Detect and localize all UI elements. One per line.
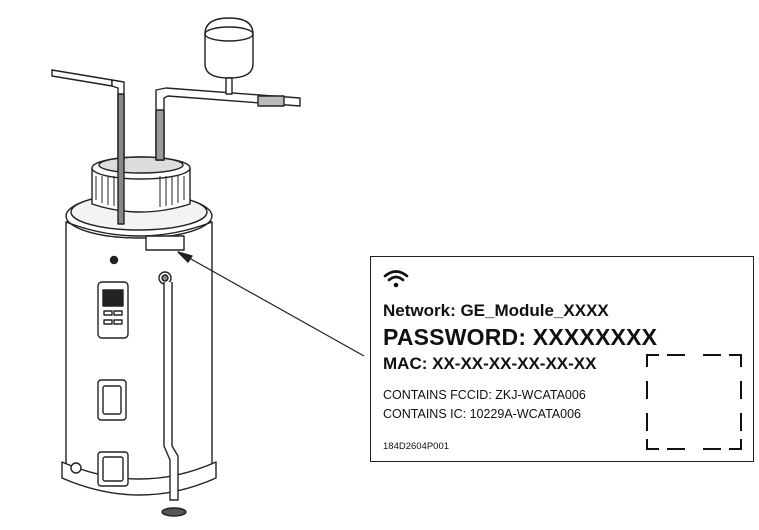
expansion-tank bbox=[204, 17, 254, 95]
fccid-text: CONTAINS FCCID: ZKJ-WCATA006 bbox=[383, 388, 586, 402]
wifi-module-label-callout: Network: GE_Module_XXXX PASSWORD: XXXXXX… bbox=[370, 256, 754, 462]
outlet-pipe bbox=[155, 87, 301, 161]
wifi-module-label bbox=[145, 235, 185, 251]
part-number: 184D2604P001 bbox=[383, 441, 450, 452]
drain-valve bbox=[70, 462, 82, 474]
callout-leader-line bbox=[181, 253, 365, 357]
network-name: Network: GE_Module_XXXX bbox=[383, 301, 609, 320]
floor-drain bbox=[161, 507, 187, 517]
relief-valve-line bbox=[158, 271, 179, 501]
lower-access-panel bbox=[97, 451, 129, 487]
upper-access-panel bbox=[97, 379, 127, 421]
water-heater-tank bbox=[61, 193, 217, 496]
wifi-icon bbox=[383, 270, 409, 288]
inlet-pipe bbox=[51, 69, 125, 225]
network-password: PASSWORD: XXXXXXXX bbox=[383, 324, 658, 350]
callout-arrowhead bbox=[177, 251, 193, 263]
qr-code-placeholder bbox=[646, 354, 742, 450]
heat-pump-unit bbox=[91, 156, 191, 213]
ic-text: CONTAINS IC: 10229A-WCATA006 bbox=[383, 407, 581, 421]
mac-address: MAC: XX-XX-XX-XX-XX-XX bbox=[383, 354, 597, 373]
control-panel bbox=[97, 281, 129, 339]
indicator-light bbox=[109, 255, 119, 265]
